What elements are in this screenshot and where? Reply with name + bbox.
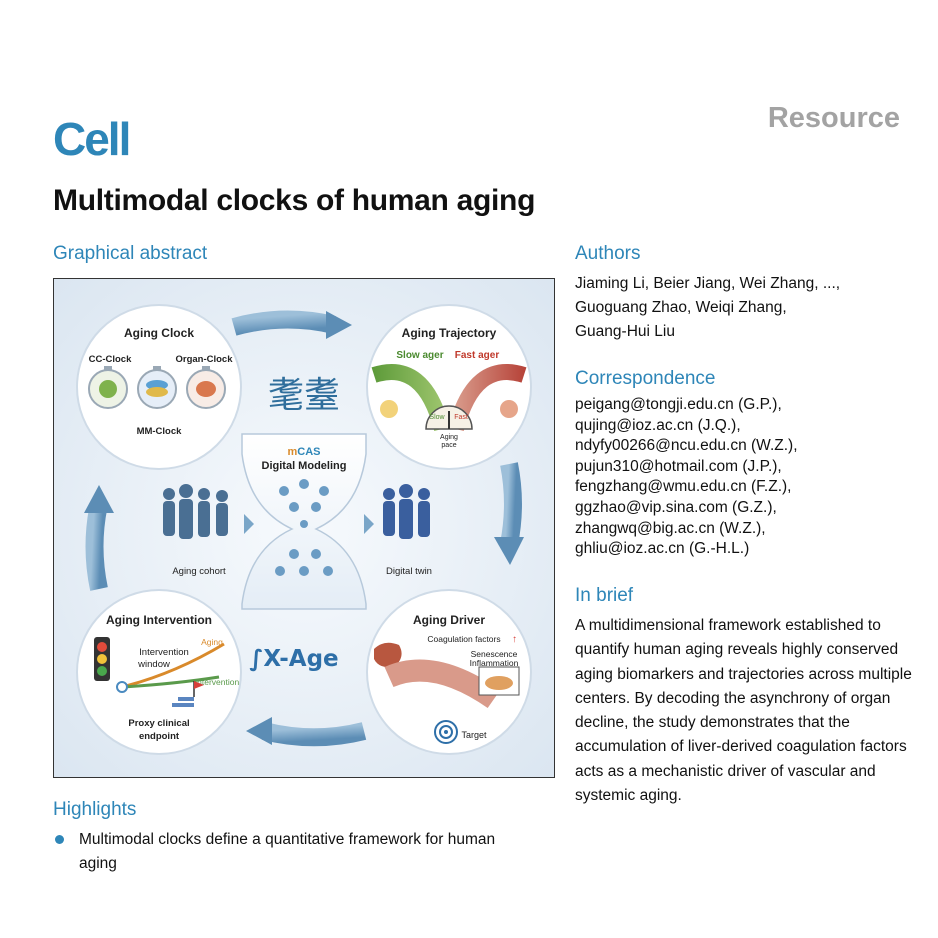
digital-modeling-hourglass: mCAS Digital Modeling xyxy=(241,433,367,610)
start-point-icon xyxy=(116,681,128,693)
intervention-window-line2: window xyxy=(137,659,170,670)
article-type-label: Resource xyxy=(767,102,900,134)
liver-icon xyxy=(374,642,402,668)
highlight-item: Multimodal clocks define a quantitative … xyxy=(53,828,533,876)
fruit-icon xyxy=(380,400,398,418)
arrow-up-red-icon: ↑ xyxy=(512,634,517,645)
stopwatch-cc-icon xyxy=(88,366,128,409)
senescence-label: Senescence xyxy=(471,649,518,659)
email-link[interactable]: ndyfy00266@ncu.edu.cn (W.Z.), xyxy=(575,437,798,455)
authors-line: Guang-Hui Liu xyxy=(575,323,675,340)
highlight-text: Multimodal clocks define a quantitative … xyxy=(79,831,496,872)
aging-driver-title: Aging Driver xyxy=(413,613,485,627)
chinese-characters: 耄耋 xyxy=(268,375,340,416)
burger-icon xyxy=(500,400,518,418)
email-link[interactable]: ghliu@ioz.ac.cn (G.-H.L.) xyxy=(575,540,750,558)
network-nodes-icon xyxy=(275,479,333,576)
highlights-list: Multimodal clocks define a quantitative … xyxy=(53,828,533,876)
slow-ager-label: Slow ager xyxy=(396,350,443,361)
proxy-endpoint-line1: Proxy clinical xyxy=(128,718,189,729)
x-age-logo: ∫X-Age xyxy=(249,646,338,672)
arrow-left-icon xyxy=(246,717,272,745)
digital-twin-figures-icon xyxy=(383,484,430,539)
aging-trajectory-title: Aging Trajectory xyxy=(402,326,497,340)
intervention-curve-label: Intervention xyxy=(195,677,240,687)
intervention-window-line1: Intervention xyxy=(139,647,189,658)
authors-line: Guoguang Zhao, Weiqi Zhang, xyxy=(575,299,787,316)
stairs-flag-icon xyxy=(172,681,204,707)
correspondence-heading: Correspondence xyxy=(575,368,716,389)
inflammation-label: Inflammation xyxy=(470,658,519,668)
stopwatch-organ-icon xyxy=(186,366,226,409)
aging-driver-panel: Aging Driver Coagulation factors ↑ Senes… xyxy=(366,589,532,755)
stopwatch-mm-icon xyxy=(137,366,177,409)
highlights-heading: Highlights xyxy=(53,799,137,820)
gauge-slow-label: Slow xyxy=(429,414,445,421)
aging-intervention-panel: Aging Intervention Intervention window A… xyxy=(76,589,242,755)
aging-cohort-figures-icon xyxy=(163,484,228,539)
email-link[interactable]: peigang@tongji.edu.cn (G.P.), xyxy=(575,396,782,413)
bullet-icon xyxy=(55,835,64,844)
digital-twin-label: Digital twin xyxy=(386,566,432,577)
aging-clock-title: Aging Clock xyxy=(124,326,194,340)
gauge-aging-label: Aging xyxy=(440,434,458,441)
coagulation-label: Coagulation factors xyxy=(427,634,500,644)
graphical-abstract-heading: Graphical abstract xyxy=(53,243,208,264)
journal-logo: Cell xyxy=(53,113,131,165)
authors-line: Jiaming Li, Beier Jiang, Wei Zhang, ..., xyxy=(575,275,841,292)
aging-trajectory-panel: Aging Trajectory Slow ager Fast ager Slo… xyxy=(366,304,532,470)
chevron-right-icon xyxy=(244,514,254,534)
in-brief-heading: In brief xyxy=(575,585,634,606)
arrow-up-icon xyxy=(84,485,114,513)
email-link[interactable]: fengzhang@wmu.edu.cn (F.Z.), xyxy=(575,478,792,496)
chevron-right-icon xyxy=(364,514,374,534)
aging-curve-label: Aging xyxy=(201,637,223,647)
arrow-down-icon xyxy=(494,537,524,565)
aging-cohort-label: Aging cohort xyxy=(172,566,226,577)
cell-icon xyxy=(485,676,513,690)
aging-pace-gauge-icon xyxy=(425,405,473,430)
email-link[interactable]: ggzhao@vip.sina.com (G.Z.), xyxy=(575,498,777,516)
arrow-right-icon xyxy=(326,311,352,339)
email-link[interactable]: pujun310@hotmail.com (J.P.), xyxy=(575,457,782,475)
aging-intervention-title: Aging Intervention xyxy=(106,613,212,627)
correspondence-list: peigang@tongji.edu.cn (G.P.), qujing@ioz… xyxy=(575,395,915,560)
fast-ager-label: Fast ager xyxy=(455,350,500,361)
cycle-ring xyxy=(84,310,524,747)
in-brief-text: A multidimensional framework established… xyxy=(575,617,912,805)
proxy-endpoint-line2: endpoint xyxy=(139,731,180,742)
intervention-curve-shape xyxy=(121,675,220,689)
email-link[interactable]: qujing@ioz.ac.cn (J.Q.), xyxy=(575,416,741,434)
gauge-fast-label: Fast xyxy=(454,414,468,421)
cc-clock-label: CC-Clock xyxy=(89,354,132,365)
gauge-pace-label: pace xyxy=(441,442,456,449)
organ-clock-label: Organ-Clock xyxy=(175,354,233,365)
authors-list: Jiaming Li, Beier Jiang, Wei Zhang, ...,… xyxy=(575,272,915,344)
graphical-abstract-figure: Aging Clock CC-Clock Organ-Clock MM-Cloc… xyxy=(53,278,555,778)
aging-clock-panel: Aging Clock CC-Clock Organ-Clock MM-Cloc… xyxy=(76,304,242,470)
mm-clock-label: MM-Clock xyxy=(137,426,183,437)
traffic-light-icon xyxy=(94,637,110,681)
digital-modeling-label: Digital Modeling xyxy=(262,460,347,472)
aging-curve-shape xyxy=(121,642,225,689)
paper-title: Multimodal clocks of human aging xyxy=(53,184,536,217)
authors-heading: Authors xyxy=(575,243,641,264)
mcas-label: mCAS xyxy=(287,446,320,458)
email-link[interactable]: zhangwq@big.ac.cn (W.Z.), xyxy=(575,519,766,537)
target-icon xyxy=(434,720,458,744)
target-label: Target xyxy=(461,730,487,740)
